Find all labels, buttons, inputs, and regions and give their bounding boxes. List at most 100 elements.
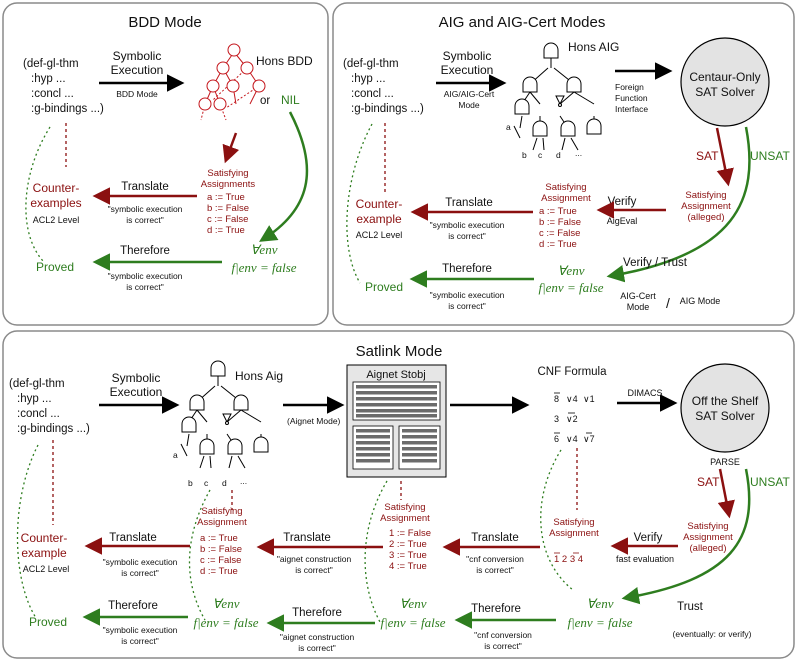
- satlink-forall-2: ∀env: [400, 596, 427, 611]
- cnf-formula-label: CNF Formula: [537, 366, 607, 378]
- svg-text:Assignment: Assignment: [380, 513, 430, 524]
- cnf-claim-3: "cnf conversion: [474, 630, 532, 640]
- aig-sat-arrow: [715, 127, 734, 187]
- svg-text:b: b: [522, 150, 527, 160]
- aignet-claim-3: "aignet construction: [280, 632, 355, 642]
- bdd-acl2-label: ACL2 Level: [33, 215, 80, 225]
- svg-text::hyp ...: :hyp ...: [17, 393, 52, 405]
- svg-text:8: 8: [554, 394, 559, 404]
- svg-text:b := False: b := False: [200, 544, 242, 555]
- svg-text:d := True: d := True: [539, 239, 577, 250]
- svg-text:4 := True: 4 := True: [389, 561, 427, 572]
- satlink-counter-2: example: [21, 546, 67, 560]
- svg-text:Assignments: Assignments: [201, 179, 256, 190]
- bdd-panel: [2, 2, 329, 326]
- satlink-green-dotted: [16, 444, 39, 619]
- svg-text:(alleged): (alleged): [688, 212, 725, 223]
- cnf-assignment: Satisfying Assignment 1 2 3 4: [549, 517, 599, 565]
- satlink-symbolic-label: Symbolic: [112, 371, 161, 385]
- aig-sat-label: SAT: [696, 149, 719, 163]
- svg-text:Satisfying: Satisfying: [201, 506, 242, 517]
- satlink-proved-label: Proved: [29, 615, 67, 629]
- satlink-solver-2: SAT Solver: [695, 409, 755, 423]
- satlink-sat-label: SAT: [697, 475, 720, 489]
- svg-text:Assignment: Assignment: [681, 201, 731, 212]
- svg-text:Foreign: Foreign: [615, 82, 644, 92]
- satlink-execution-label: Execution: [110, 385, 163, 399]
- bdd-counter-1: Counter-: [33, 181, 80, 195]
- svg-text:1 := False: 1 := False: [389, 528, 431, 539]
- satlink-unsat-label: UNSAT: [750, 475, 790, 489]
- satlink-counter-1: Counter-: [21, 531, 68, 545]
- aig-aigeval-label: AigEval: [607, 216, 638, 226]
- svg-text::hyp ...: :hyp ...: [31, 73, 66, 85]
- satlink-acl2-label: ACL2 Level: [23, 564, 70, 574]
- bdd-execution-label: Execution: [111, 63, 164, 77]
- bdd-translate-claim-2: is correct": [126, 215, 164, 225]
- num-assignment: Satisfying Assignment 1 := False 2 := Tr…: [380, 502, 431, 572]
- svg-text:∨2: ∨2: [566, 414, 578, 424]
- svg-text:∨7: ∨7: [583, 434, 595, 444]
- sym-claim-4: is correct": [121, 636, 159, 646]
- svg-text:a: a: [506, 122, 511, 132]
- bdd-symbolic-label: Symbolic: [113, 49, 162, 63]
- aig-solver-circle: [680, 37, 770, 127]
- aig-mode-label-1: AIG/AIG-Cert: [444, 89, 495, 99]
- aig-mode-slash: /: [666, 295, 670, 311]
- bdd-therefore-claim-2: is correct": [126, 282, 164, 292]
- svg-text:a := True: a := True: [539, 206, 577, 217]
- bdd-forall: ∀env: [251, 242, 278, 257]
- svg-text:b := False: b := False: [207, 203, 249, 214]
- satlink-panel: [2, 330, 795, 659]
- satlink-eventually-label: (eventually: or verify): [673, 629, 752, 639]
- satlink-gate-labels: a b c d ...: [173, 450, 247, 488]
- aig-unsat-label: UNSAT: [750, 149, 790, 163]
- aig-symbolic-label: Symbolic: [443, 49, 492, 63]
- aig-hons-aig-label: Hons AIG: [568, 40, 619, 54]
- svg-text:d: d: [222, 478, 227, 488]
- satlink-solver-circle: [680, 363, 770, 453]
- bdd-nil-arrow: [259, 111, 309, 242]
- aig-green-dotted: [346, 123, 373, 284]
- svg-text:∨1: ∨1: [583, 394, 595, 404]
- bdd-assignments: Satisfying Assignments a := True b := Fa…: [201, 168, 256, 236]
- svg-text:(alleged): (alleged): [690, 543, 727, 554]
- parse-label: PARSE: [710, 457, 740, 467]
- svg-text:a := True: a := True: [207, 192, 245, 203]
- aig-proved-label: Proved: [365, 280, 403, 294]
- bdd-green-dotted: [25, 126, 51, 263]
- svg-text:2 := True: 2 := True: [389, 539, 427, 550]
- svg-text:∨4: ∨4: [566, 394, 578, 404]
- satlink-alleged: Satisfying Assignment (alleged): [683, 521, 733, 554]
- aig-translate-label: Translate: [445, 197, 493, 209]
- cnf-claim-1: "cnf conversion: [466, 554, 524, 564]
- satlink-solver-1: Off the Shelf: [692, 394, 759, 408]
- satlink-hons-aig-label: Hons Aig: [235, 369, 283, 383]
- svg-text:6: 6: [554, 434, 559, 444]
- svg-text:Satisfying: Satisfying: [207, 168, 248, 179]
- aig-therefore-claim-2: is correct": [448, 301, 486, 311]
- bdd-therefore-label: Therefore: [120, 245, 170, 257]
- fast-eval-label: fast evaluation: [616, 554, 674, 564]
- aig-aig-mode: AIG Mode: [680, 296, 721, 306]
- aig-solver-2: SAT Solver: [695, 85, 755, 99]
- svg-text:c: c: [538, 150, 543, 160]
- aig-mode-label-2: Mode: [458, 100, 480, 110]
- aig-title: AIG and AIG-Cert Modes: [439, 14, 606, 31]
- bdd-translate-label: Translate: [121, 181, 169, 193]
- svg-text:Function: Function: [615, 93, 648, 103]
- svg-text:1 2 3 4: 1 2 3 4: [554, 554, 583, 565]
- aig-solver-1: Centaur-Only: [689, 70, 760, 84]
- svg-text:c := False: c := False: [207, 214, 248, 225]
- aig-cert-mode-2: Mode: [627, 302, 650, 312]
- bdd-therefore-claim-1: "symbolic execution: [108, 271, 183, 281]
- cnf-claim-2: is correct": [476, 565, 514, 575]
- aig-gate-labels: a b c d ...: [506, 122, 582, 160]
- satlink-aignet-mode: (Aignet Mode): [287, 416, 341, 426]
- svg-text::concl ...: :concl ...: [31, 88, 74, 100]
- bdd-tree-to-assign-arrow: [222, 132, 240, 164]
- aignet-stobj-box: [346, 364, 447, 478]
- satlink-circuit-icon: [180, 360, 269, 469]
- bdd-tree-icon: [198, 43, 266, 121]
